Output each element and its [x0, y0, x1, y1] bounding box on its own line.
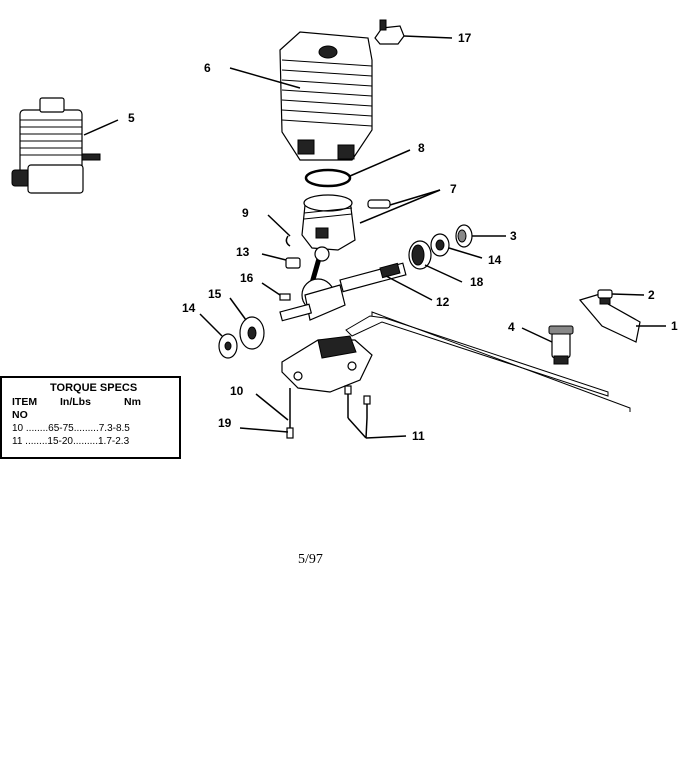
callout-3: 3: [510, 229, 517, 243]
piston-ring-part-8: [304, 149, 411, 188]
callout-9: 9: [242, 206, 249, 220]
washer-part-14-upper: [430, 233, 483, 259]
callout-14-upper: 14: [488, 253, 502, 267]
callout-15: 15: [208, 287, 222, 301]
washer-part-14-lower: [199, 313, 238, 359]
callout-18: 18: [470, 275, 484, 289]
callout-19: 19: [218, 416, 232, 430]
oil-pump-part-4: [521, 325, 574, 365]
nut-part-3: [455, 224, 506, 248]
row-item: 10: [12, 423, 24, 434]
row-item: 11: [12, 436, 23, 447]
stud-part-2: [597, 289, 645, 299]
callout-6: 6: [204, 61, 211, 75]
header-inlbs: In/Lbs: [60, 396, 91, 408]
header-item: ITEM: [12, 396, 38, 408]
piston-part-7: [301, 189, 441, 251]
guide-outline: [345, 311, 631, 412]
torque-row: 10 ........65-75.........7.3-8.5: [12, 423, 130, 434]
needle-bearing-part-13: [261, 253, 301, 269]
torque-row: 11 ........15-20.........1.7-2.3: [12, 436, 130, 447]
crankcase-part-19: [239, 335, 373, 439]
callout-1: 1: [671, 319, 678, 333]
callout-12: 12: [436, 295, 450, 309]
date-code: 5/97: [298, 552, 323, 567]
callout-8: 8: [418, 141, 425, 155]
cylinder-part-6: [229, 31, 373, 161]
woodruff-key-part-16: [261, 282, 291, 301]
callout-5: 5: [128, 111, 135, 125]
callout-11: 11: [412, 429, 425, 443]
row-inlbs: 15-20: [47, 436, 73, 447]
flywheel-part-18: [408, 240, 463, 283]
screws-part-11: [344, 385, 407, 439]
seal-part-15: [229, 297, 265, 350]
row-inlbs: 65-75: [48, 423, 74, 434]
header-no: NO: [12, 409, 28, 421]
circlip-part-9: [267, 214, 291, 247]
row-nm: 1.7-2.3: [98, 436, 130, 447]
torque-specs-table: TORQUE SPECS ITEM In/Lbs Nm NO 10 ......…: [0, 376, 181, 459]
crankshaft-part-12: [279, 246, 433, 322]
callout-14-lower: 14: [182, 301, 196, 315]
callout-4: 4: [508, 320, 515, 334]
spark-plug-part-17: [374, 19, 453, 45]
callout-2: 2: [648, 288, 655, 302]
torque-specs-title: TORQUE SPECS: [50, 382, 138, 394]
row-nm: 7.3-8.5: [98, 423, 130, 434]
callout-13: 13: [236, 245, 250, 259]
engine-assembly-part-5: [11, 97, 119, 194]
header-nm: Nm: [124, 396, 141, 408]
callout-7: 7: [450, 182, 457, 196]
callout-10: 10: [230, 384, 244, 398]
callout-17: 17: [458, 31, 472, 45]
callout-16: 16: [240, 271, 254, 285]
